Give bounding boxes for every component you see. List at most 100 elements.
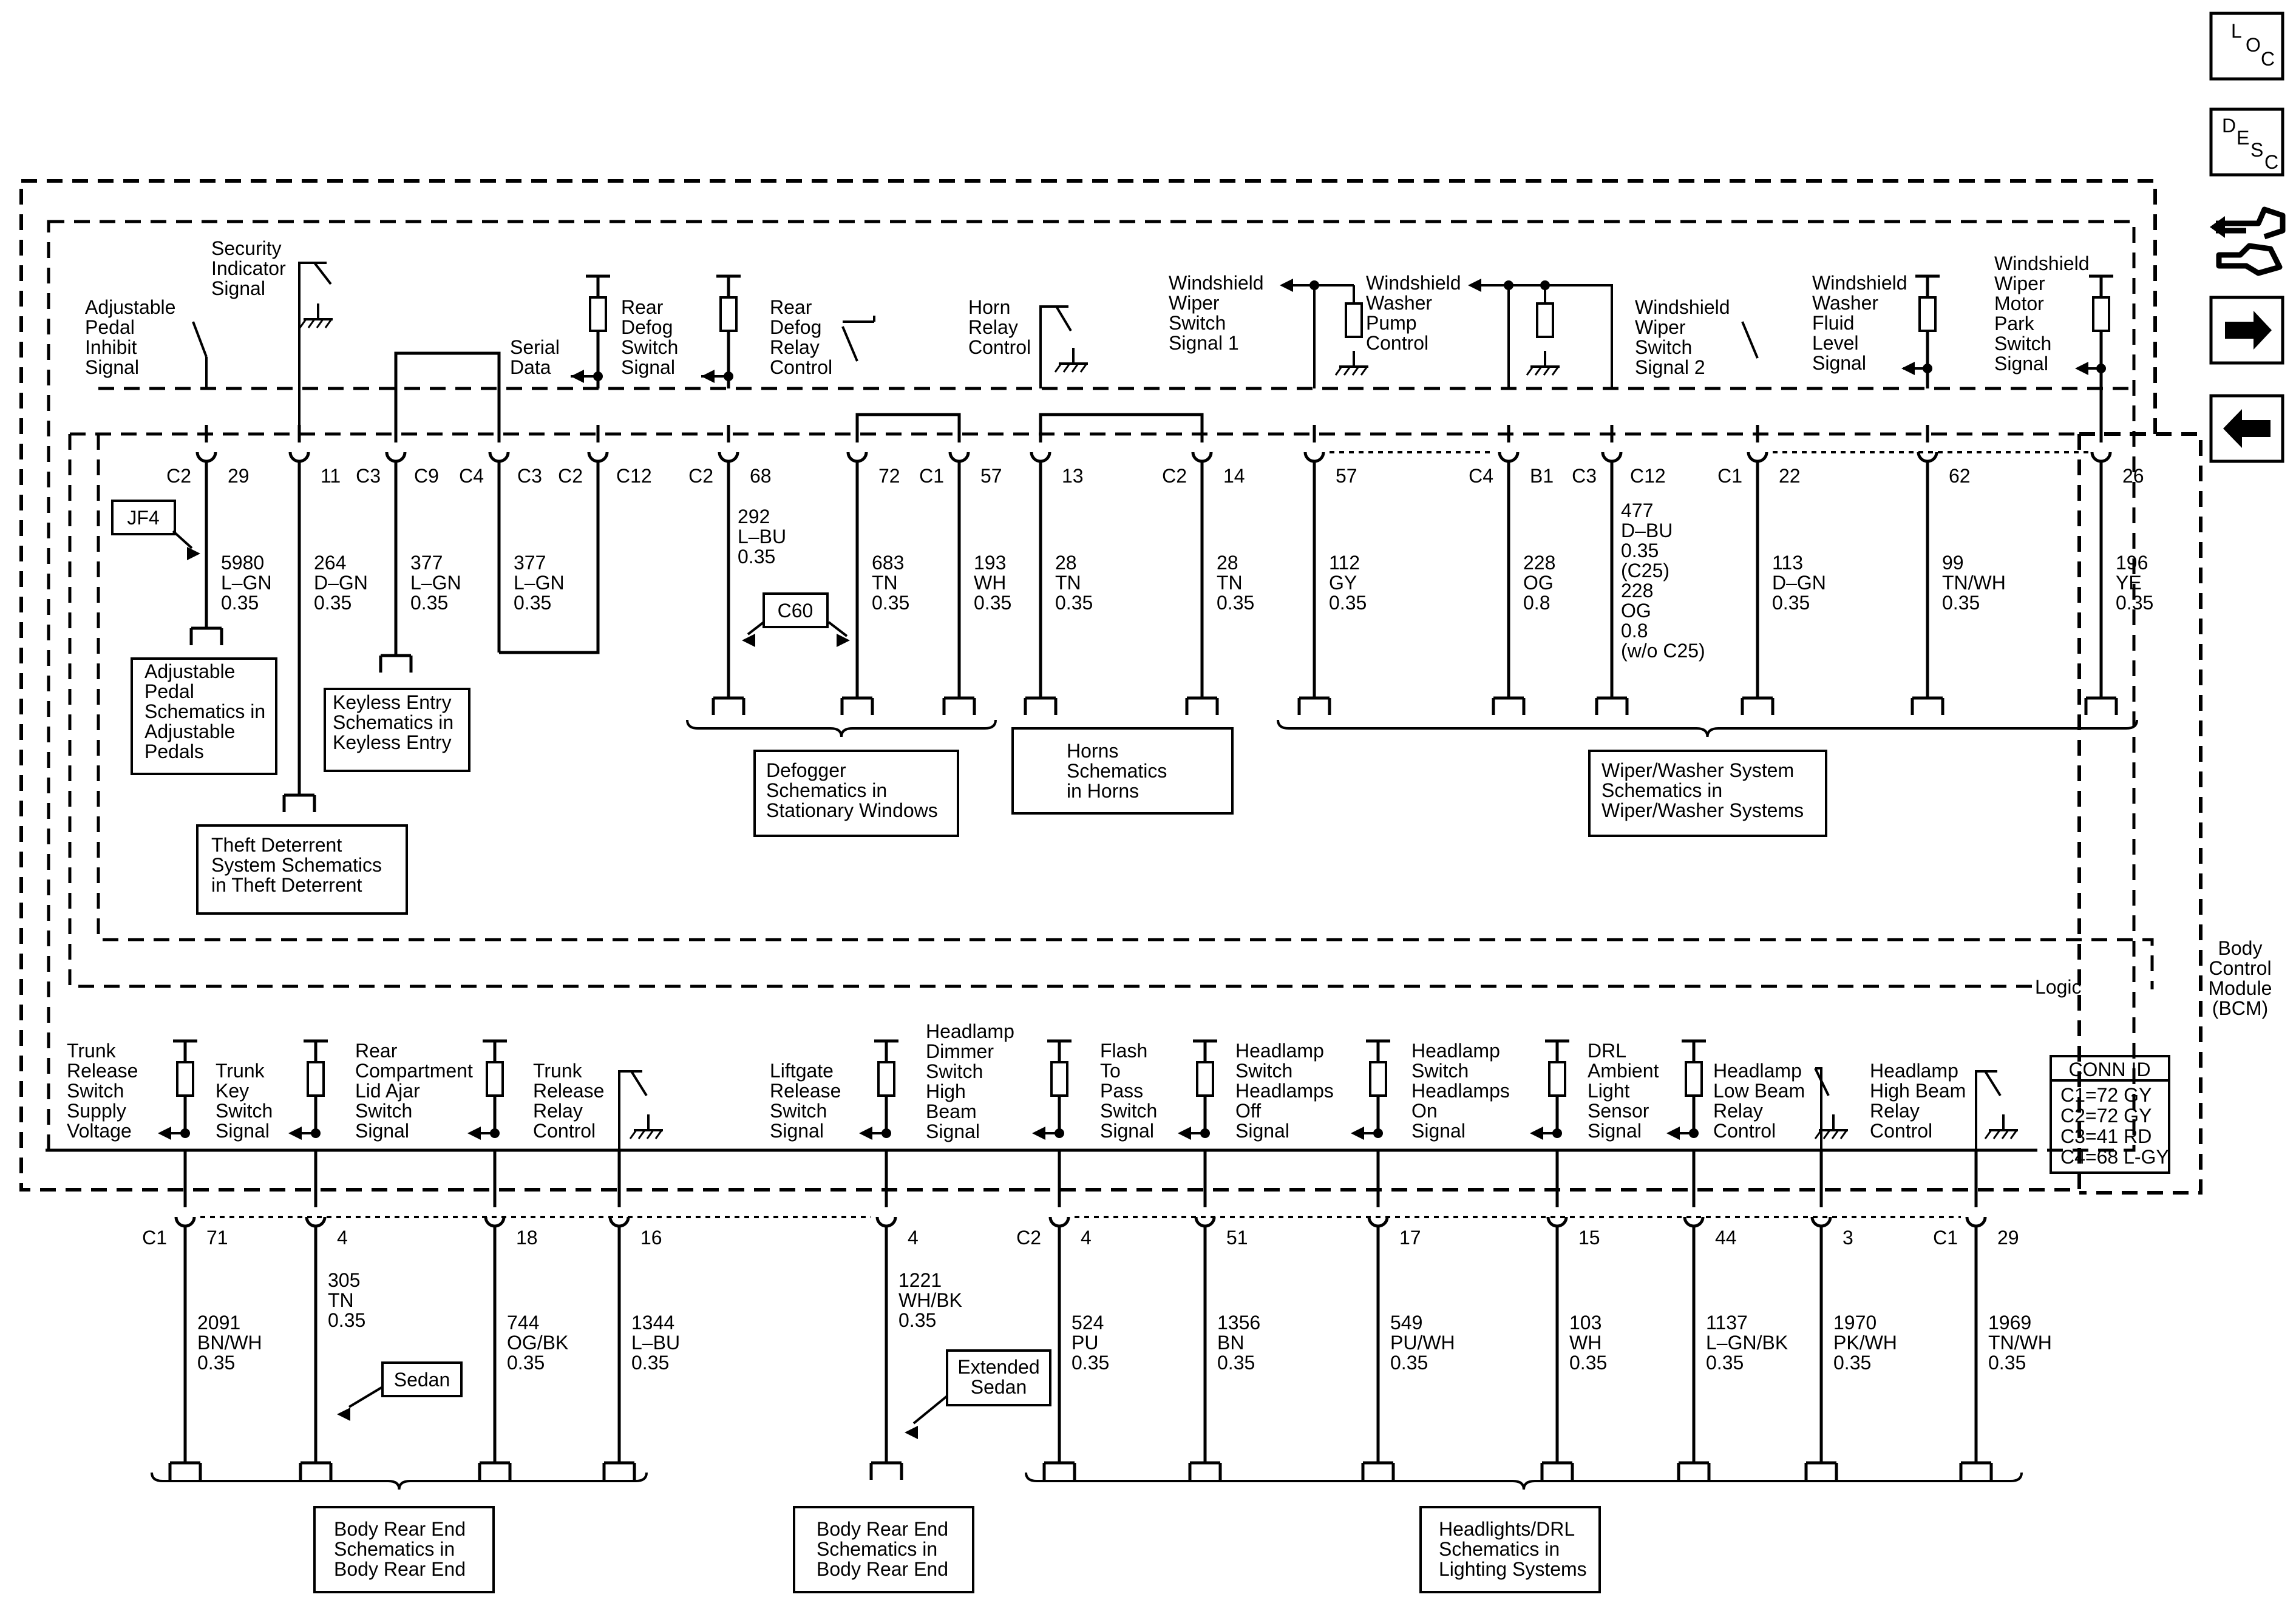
ground-hatch (1351, 366, 1360, 376)
resistor (1685, 1061, 1703, 1097)
pin-number: 4 (908, 1227, 919, 1249)
circuit-label: L–GN (221, 572, 272, 594)
splice-dot (180, 1128, 190, 1138)
connector-id: C4 (1469, 465, 1493, 487)
next-button[interactable] (2209, 296, 2284, 365)
circuit-label: WH (974, 572, 1006, 594)
splice-dot (2096, 364, 2106, 373)
loc-button[interactable]: LOC (2209, 12, 2284, 81)
circuit-label: 0.35 (898, 1309, 936, 1331)
connector-end (1677, 1461, 1711, 1480)
signal-label: Pass (1100, 1080, 1143, 1102)
ground-icon (1814, 1114, 1848, 1139)
pin-number: 57 (1336, 465, 1357, 487)
body-rear-end-ref-2 (793, 1506, 974, 1593)
callout-arrow (747, 621, 765, 636)
ground-hatch (1822, 1130, 1831, 1139)
signal-label: Voltage (67, 1120, 132, 1142)
signal-label: Lid Ajar (355, 1080, 420, 1102)
ground-hatch (1334, 366, 1343, 376)
ground-icon (1334, 351, 1368, 376)
circuit-label: PU/WH (1390, 1332, 1455, 1354)
arrowhead (1666, 1127, 1680, 1140)
internal-wire (1507, 284, 1613, 388)
signal-label: Headlamp (1870, 1060, 1958, 1082)
connector-pin (948, 452, 970, 463)
signal-label: On (1411, 1100, 1438, 1122)
module-name-line: Body (2218, 937, 2263, 959)
circuit-label: 683 (872, 552, 904, 574)
arrowhead (1032, 1127, 1045, 1140)
ground-hatch (1071, 363, 1079, 373)
signal-label: Windshield (1812, 272, 1907, 294)
extended-sedan-box (946, 1349, 1051, 1406)
circuit-label: 0.35 (1217, 1352, 1255, 1374)
signal-label: Signal (926, 1120, 980, 1142)
arrowhead (187, 547, 200, 560)
signal-label: Wiper (1635, 316, 1686, 338)
connector-end (1024, 696, 1058, 715)
circuit-label: TN (1217, 572, 1243, 594)
connector-pin (1191, 452, 1213, 463)
connector-end (282, 793, 316, 812)
arrowhead (467, 1127, 481, 1140)
ground-hatch (1839, 1130, 1848, 1139)
conn-id-row: C1=72 GY (2060, 1084, 2152, 1106)
signal-label: Signal (1588, 1120, 1642, 1142)
signal-label: Pump (1366, 312, 1417, 334)
signal-label: Serial (510, 336, 560, 358)
switch-contact (1984, 1070, 2002, 1097)
circuit-label: 524 (1072, 1312, 1104, 1334)
ref-text-line: in Theft Deterrent (211, 874, 362, 896)
signal-label: Headlamps (1411, 1080, 1510, 1102)
connector-pin (1965, 1216, 1987, 1228)
connector-end-view-icon[interactable] (2210, 206, 2286, 276)
circuit-label: 1221 (898, 1269, 942, 1291)
ground-icon (1054, 348, 1088, 373)
ref-text-line: Lighting Systems (1439, 1558, 1587, 1580)
signal-label: Wiper (1169, 292, 1220, 314)
circuit-label: OG/BK (507, 1332, 568, 1354)
circuit-label: 1970 (1833, 1312, 1877, 1334)
signal-label: Washer (1366, 292, 1432, 314)
c60-label: C60 (778, 600, 813, 622)
ref-text-line: Theft Deterrent (211, 834, 342, 856)
ground-hatch (316, 319, 324, 328)
callout-arrow (827, 621, 848, 637)
ref-text-line: Wiper/Washer Systems (1601, 799, 1804, 821)
resistor (1196, 1061, 1214, 1097)
loc-letter: L (2231, 20, 2242, 42)
pin-number: 15 (1578, 1227, 1600, 1249)
module-name-line: (BCM) (2212, 997, 2268, 1019)
signal-label: Defog (621, 316, 673, 338)
arrowhead (859, 1127, 872, 1140)
connector-pin (1030, 452, 1051, 463)
connector-pin (1303, 452, 1325, 463)
pin-number: 26 (2122, 465, 2144, 487)
connector-id: C1 (1933, 1227, 1958, 1249)
circuit-label: TN (328, 1289, 354, 1311)
prev-button[interactable] (2209, 394, 2284, 463)
signal-label: Switch (1100, 1100, 1157, 1122)
splice-dot (1373, 1128, 1383, 1138)
connector-id: C3 (517, 465, 542, 487)
ground-hatch (1551, 366, 1560, 376)
circuit-label: L–GN (410, 572, 461, 594)
prev-box (2209, 394, 2284, 463)
connector-pin (608, 1216, 630, 1228)
signal-label: Key (216, 1080, 249, 1102)
bcm-outer-boundary (19, 181, 2081, 1192)
signal-label: Park (1994, 313, 2035, 334)
circuit-label: 0.35 (974, 592, 1011, 614)
pin-number: 4 (337, 1227, 348, 1249)
signal-label: Pedal (85, 316, 135, 338)
theft-deterrent-ref (196, 824, 408, 915)
logic-boundary (68, 434, 2034, 988)
pin-number: 72 (878, 465, 900, 487)
ref-text-line: Headlights/DRL (1439, 1518, 1575, 1540)
signal-label: Signal (770, 1120, 824, 1142)
